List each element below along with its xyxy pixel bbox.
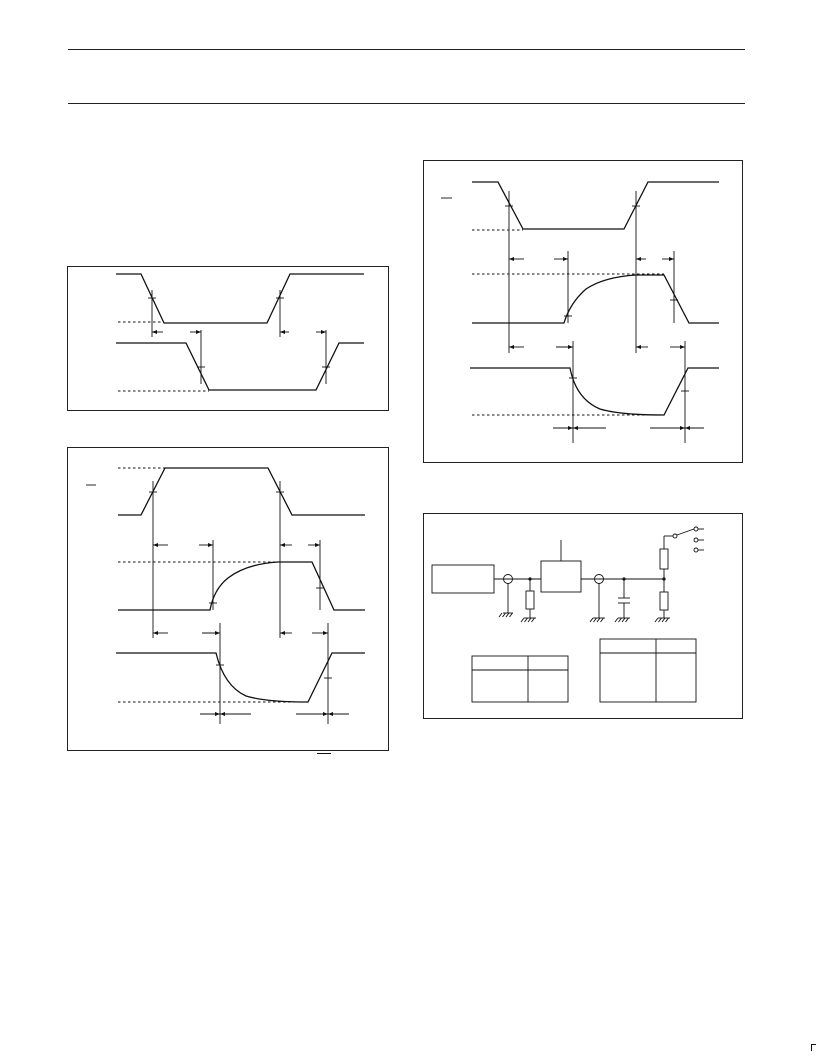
- ground-hatch-2-1: [593, 617, 597, 623]
- arrowhead-l1: [680, 426, 685, 430]
- arrowhead-f2: [280, 631, 285, 635]
- arrowhead-k1: [568, 426, 573, 430]
- arrowhead-e2: [509, 345, 514, 349]
- enable-waveform: [118, 467, 365, 516]
- table-2: [599, 638, 697, 703]
- enable-waveform: [472, 181, 719, 230]
- pulse-generator-block: [431, 564, 495, 594]
- ground-hatch-3-3: [625, 617, 629, 623]
- ground-hatch-4-0: [654, 617, 659, 623]
- arrowhead-l1: [323, 712, 328, 716]
- arrowhead-f2: [636, 345, 641, 349]
- figure-2-footer-bar: [317, 753, 331, 754]
- arrowhead-e1: [509, 257, 514, 261]
- waveform-figure-1-svg: [116, 273, 364, 392]
- ground-hatch-1-2: [527, 617, 532, 623]
- waveform-figure-3-svg: [441, 181, 719, 443]
- switch-contact-2: [693, 537, 699, 543]
- ground-hatch-1-0: [520, 617, 525, 623]
- arrowhead-j2: [680, 345, 685, 349]
- page-corner-mark: [811, 1044, 816, 1051]
- arrowhead-i2: [568, 345, 573, 349]
- switch-pivot: [672, 533, 678, 539]
- arrowhead-g1: [563, 257, 568, 261]
- switch-blade: [676, 528, 695, 536]
- ground-hatch-0-2: [505, 612, 510, 618]
- waveform-figure-1: [67, 266, 389, 411]
- switch-contact-1: [693, 526, 699, 532]
- ground-hatch-0-0: [498, 612, 503, 618]
- delay-arrowhead-4: [321, 330, 326, 334]
- arrowhead-k2: [573, 426, 578, 430]
- arrowhead-g1: [208, 543, 213, 547]
- ground-hatch-0-3: [509, 612, 513, 618]
- output-low-waveform: [470, 367, 719, 416]
- header-top-rule: [68, 49, 745, 50]
- test-circuit-figure: [423, 513, 743, 719]
- arrowhead-e2: [153, 631, 158, 635]
- ground-hatch-2-0: [589, 617, 594, 623]
- arrowhead-l2: [328, 712, 333, 716]
- output-high-waveform: [118, 561, 365, 611]
- delay-arrowhead-2: [196, 330, 201, 334]
- ground-hatch-2-2: [596, 617, 601, 623]
- test-circuit-svg: [431, 526, 704, 703]
- dut-block: [540, 560, 582, 593]
- arrowhead-h1: [315, 543, 320, 547]
- delay-arrowhead-3: [280, 330, 285, 334]
- ground-hatch-3-0: [614, 617, 619, 623]
- arrowhead-k2: [220, 712, 225, 716]
- header-bottom-rule: [68, 103, 745, 104]
- pullup-resistor: [659, 548, 669, 570]
- delay-arrowhead-1: [152, 330, 157, 334]
- ground-hatch-3-2: [621, 617, 626, 623]
- ground-hatch-4-3: [665, 617, 669, 623]
- output-waveform: [116, 342, 364, 391]
- termination-resistor: [525, 590, 535, 610]
- arrowhead-k1: [215, 712, 220, 716]
- ground-hatch-0-1: [502, 612, 506, 618]
- table-1: [471, 655, 569, 703]
- ground-hatch-4-2: [661, 617, 666, 623]
- input-waveform: [116, 273, 364, 324]
- ground-hatch-3-1: [618, 617, 622, 623]
- arrowhead-l2: [685, 426, 690, 430]
- pulldown-resistor: [659, 591, 669, 611]
- waveform-figure-3: [423, 160, 743, 463]
- arrowhead-i2: [215, 631, 220, 635]
- ground-hatch-1-3: [531, 617, 535, 623]
- waveform-figure-2: [67, 447, 389, 751]
- ground-hatch-2-3: [600, 617, 604, 623]
- waveform-figure-2-svg: [86, 467, 365, 724]
- arrowhead-e1: [153, 543, 158, 547]
- ground-hatch-4-1: [658, 617, 662, 623]
- arrowhead-j2: [323, 631, 328, 635]
- arrowhead-h1: [669, 257, 674, 261]
- ground-hatch-1-1: [524, 617, 528, 623]
- switch-contact-3: [693, 547, 699, 553]
- arrowhead-f1: [280, 543, 285, 547]
- arrowhead-f1: [636, 257, 641, 261]
